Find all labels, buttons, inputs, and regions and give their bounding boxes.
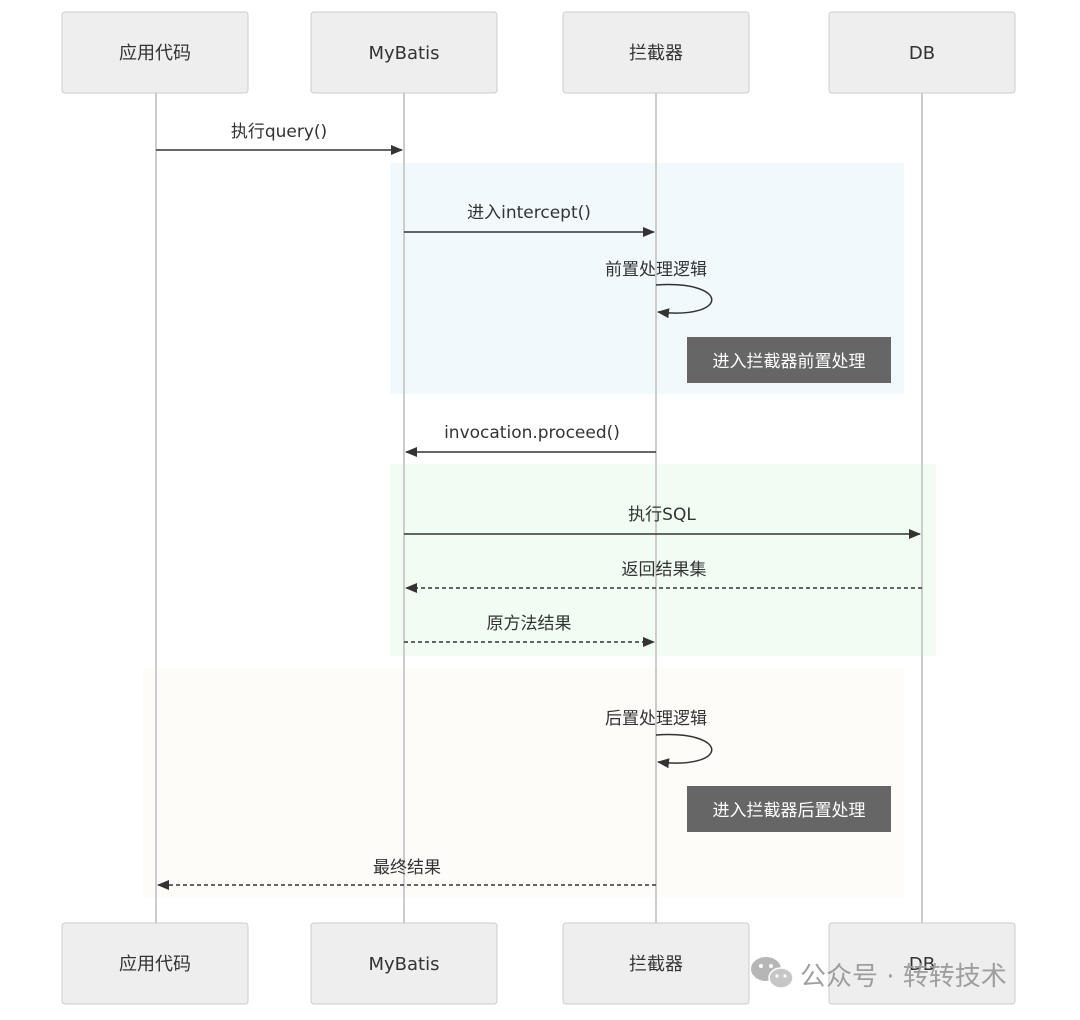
note-post-processing: 进入拦截器后置处理 <box>687 786 891 832</box>
actor-top-db: DB <box>828 11 1016 94</box>
actor-label: 拦截器 <box>629 954 683 975</box>
message-label: 进入intercept() <box>467 203 591 223</box>
message-label: 执行query() <box>231 122 327 142</box>
actor-top-app-code: 应用代码 <box>61 11 249 94</box>
actor-top-mybatis: MyBatis <box>310 11 498 94</box>
actor-label: MyBatis <box>369 954 440 975</box>
actor-label: DB <box>909 954 935 975</box>
message-post-processing-self: 后置处理逻辑 <box>605 709 713 769</box>
message-pre-processing-self: 前置处理逻辑 <box>605 260 713 319</box>
wechat-icon <box>751 957 794 989</box>
message-label: 执行SQL <box>628 505 696 525</box>
message-label: invocation.proceed() <box>444 423 620 443</box>
actor-bottom-db: DB <box>828 922 1016 1005</box>
actor-bottom-app-code: 应用代码 <box>61 922 249 1005</box>
message-label: 最终结果 <box>373 858 441 878</box>
message-execute-sql: 执行SQL <box>404 505 921 539</box>
message-label: 原方法结果 <box>487 614 572 634</box>
message-final-result: 最终结果 <box>157 858 656 890</box>
message-return-result-set: 返回结果集 <box>405 560 922 593</box>
message-invocation-proceed: invocation.proceed() <box>405 423 656 457</box>
message-execute-query: 执行query() <box>156 122 403 155</box>
actor-bottom-mybatis: MyBatis <box>310 922 498 1005</box>
watermark-label: 公众号 · 转转技术 <box>800 962 1007 992</box>
note-label: 进入拦截器前置处理 <box>713 352 866 372</box>
watermark: 公众号 · 转转技术 <box>751 957 1007 992</box>
message-label: 返回结果集 <box>622 560 707 580</box>
sql-execution-region <box>390 464 936 656</box>
note-pre-processing: 进入拦截器前置处理 <box>687 337 891 383</box>
actor-label: 应用代码 <box>119 954 191 975</box>
actor-top-interceptor: 拦截器 <box>562 11 750 94</box>
message-original-method-result: 原方法结果 <box>404 614 655 647</box>
post-processing-region <box>143 668 904 898</box>
note-label: 进入拦截器后置处理 <box>713 801 866 821</box>
actor-bottom-interceptor: 拦截器 <box>562 922 750 1005</box>
actor-label: 拦截器 <box>629 43 683 64</box>
actor-label: DB <box>909 43 935 64</box>
actor-label: 应用代码 <box>119 43 191 64</box>
actor-label: MyBatis <box>369 43 440 64</box>
message-label: 前置处理逻辑 <box>605 260 707 280</box>
message-label: 后置处理逻辑 <box>605 709 707 729</box>
message-enter-intercept: 进入intercept() <box>404 203 655 237</box>
